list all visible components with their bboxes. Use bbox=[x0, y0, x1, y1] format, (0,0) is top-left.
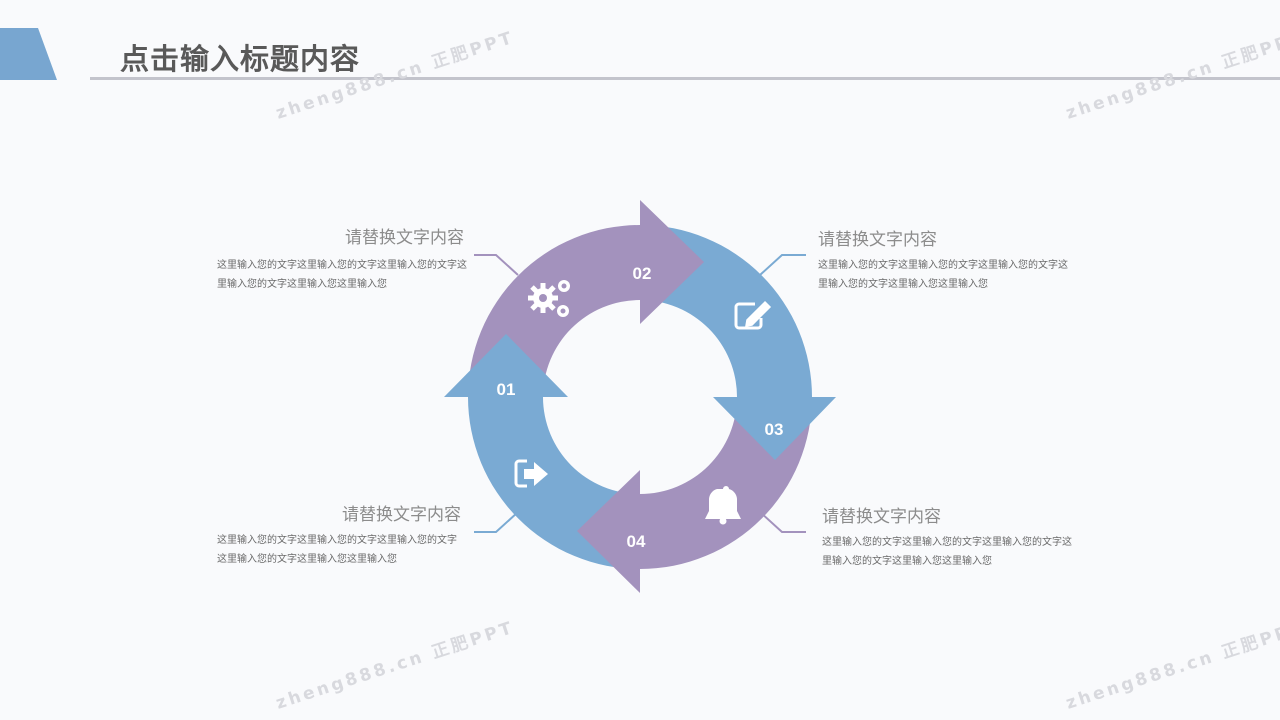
step-02-body: 这里输入您的文字这里输入您的文字这里输入您的文字这里输入您的文字这里输入您这里输… bbox=[217, 260, 467, 290]
bell-icon bbox=[705, 486, 741, 525]
step-03-heading: 请替换文字内容 bbox=[818, 230, 937, 250]
step-04-heading: 请替换文字内容 bbox=[822, 507, 941, 527]
title-underline bbox=[90, 77, 1280, 80]
segment-04-arrowhead bbox=[577, 470, 640, 593]
sign-in-icon bbox=[514, 459, 548, 488]
edit-icon bbox=[734, 300, 772, 330]
step-01-heading: 请替换文字内容 bbox=[342, 505, 461, 525]
segment-01-arrowhead bbox=[444, 334, 568, 397]
step-number-01: 01 bbox=[497, 380, 516, 399]
gears-icon bbox=[528, 280, 570, 317]
segment-03-arrowhead bbox=[713, 397, 836, 460]
page-title[interactable]: 点击输入标题内容 bbox=[120, 42, 361, 76]
step-03-body: 这里输入您的文字这里输入您的文字这里输入您的文字这里输入您的文字这里输入您这里输… bbox=[818, 260, 1068, 290]
connector-line bbox=[759, 511, 806, 533]
step-number-03: 03 bbox=[765, 420, 784, 439]
connector-line bbox=[474, 511, 519, 533]
connector-line bbox=[759, 254, 806, 276]
step-02-heading: 请替换文字内容 bbox=[345, 228, 464, 248]
connector-line bbox=[474, 254, 519, 276]
step-number-02: 02 bbox=[633, 264, 652, 283]
step-01-body: 这里输入您的文字这里输入您的文字这里输入您的文字这里输入您的文字这里输入您这里输… bbox=[217, 535, 457, 565]
segment-02-arrowhead bbox=[640, 200, 704, 324]
step-04-body: 这里输入您的文字这里输入您的文字这里输入您的文字这里输入您的文字这里输入您这里输… bbox=[822, 537, 1072, 567]
step-number-04: 04 bbox=[627, 532, 646, 551]
